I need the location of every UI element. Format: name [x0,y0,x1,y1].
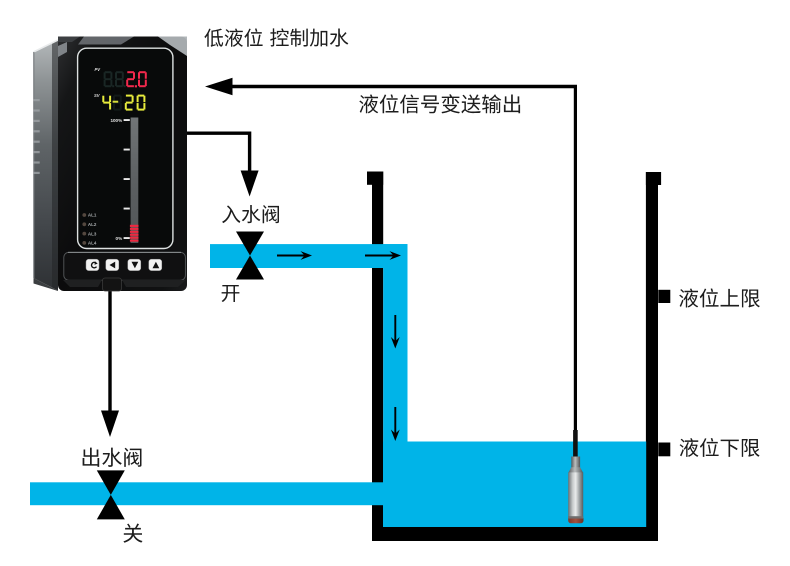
svg-text:SV: SV [94,93,101,98]
svg-text:PV: PV [95,67,102,72]
svg-text:AL4: AL4 [88,241,97,246]
svg-text:0%: 0% [116,236,123,241]
svg-text:AL1: AL1 [88,213,97,218]
svg-text:100%: 100% [110,118,122,123]
svg-text:AL3: AL3 [88,231,97,236]
svg-text:AL2: AL2 [88,222,97,227]
